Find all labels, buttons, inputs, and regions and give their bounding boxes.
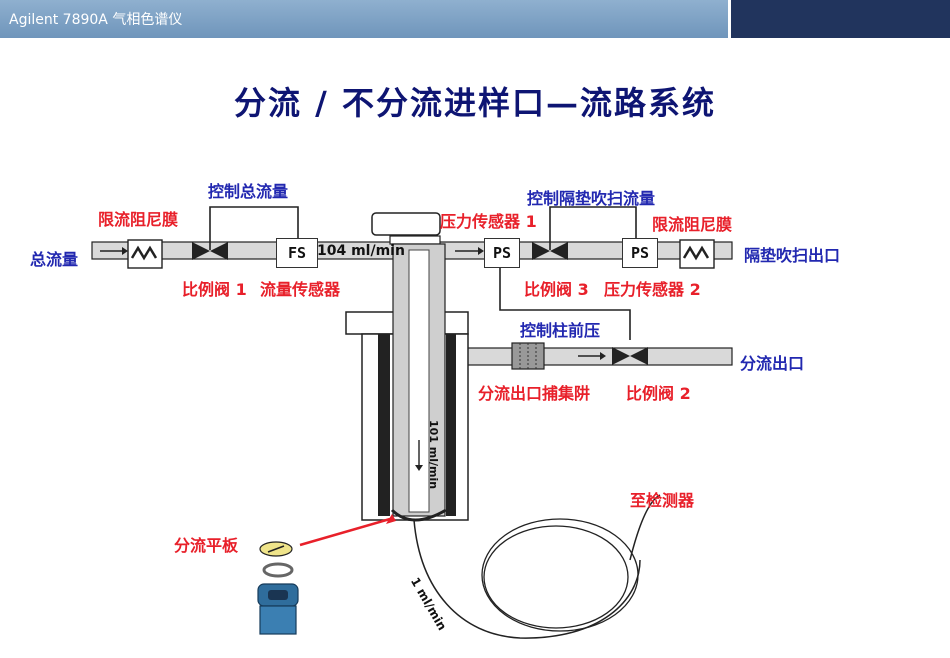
ps-box-left: PS [484,238,520,268]
septum-purge-control-line [549,206,637,250]
label-flow-sensor: 流量传感器 [260,280,341,299]
ratio-valve-1-icon [192,242,210,260]
washer [262,562,294,578]
label-pressure-sensor-1: 压力传感器 1 [440,212,537,231]
header-tab-text: Agilent 7890A 气相色谱仪 [9,12,183,28]
head-pressure-control-line [499,265,631,340]
label-split-trap: 分流出口捕集阱 [478,384,591,403]
header-left-band: Agilent 7890A 气相色谱仪 [0,0,728,38]
column-coil-1 [481,518,639,632]
liner-seal [390,508,447,522]
label-ratio-valve-1: 比例阀 1 [182,280,247,299]
label-pressure-sensor-2: 压力传感器 2 [604,280,701,299]
total-flow-control-line [209,206,299,250]
page-title: 分流 / 不分流进样口—流路系统 [234,84,716,122]
split-plate-pointer [299,517,391,547]
column-lead [413,519,641,639]
label-to-detector: 至检测器 [630,491,695,510]
label-septum-purge-outlet: 隔垫吹扫出口 [744,246,841,265]
header-bar: Agilent 7890A 气相色谱仪 [0,0,950,38]
liner-bore [408,249,430,513]
label-split-outlet: 分流出口 [740,354,805,373]
label-ratio-valve-3: 比例阀 3 [524,280,589,299]
label-split-plate: 分流平板 [174,536,239,555]
body-wall-right [446,334,456,516]
septum-cap [371,212,441,236]
label-ratio-valve-2: 比例阀 2 [626,384,691,403]
label-total-flow: 总流量 [30,250,79,269]
body-wall-left [378,334,390,516]
column-coil-2 [483,525,629,629]
ratio-valve-2-icon [612,347,630,365]
label-control-total-flow: 控制总流量 [208,182,289,201]
label-restrictor-right: 限流阻尼膜 [652,215,733,234]
header-right-band [731,0,950,38]
ratio-valve-3-icon [532,242,550,260]
label-control-septum-purge: 控制隔垫吹扫流量 [527,189,656,208]
ps-box-right: PS [622,238,658,268]
inlet-flow-readout: 104 ml/min [317,243,405,259]
liner-flow-readout: 101 ml/min [427,420,440,490]
label-control-head-pressure: 控制柱前压 [520,321,601,340]
column-to-detector [629,494,661,561]
fs-box: FS [276,238,318,268]
label-restrictor-left: 限流阻尼膜 [98,210,179,229]
